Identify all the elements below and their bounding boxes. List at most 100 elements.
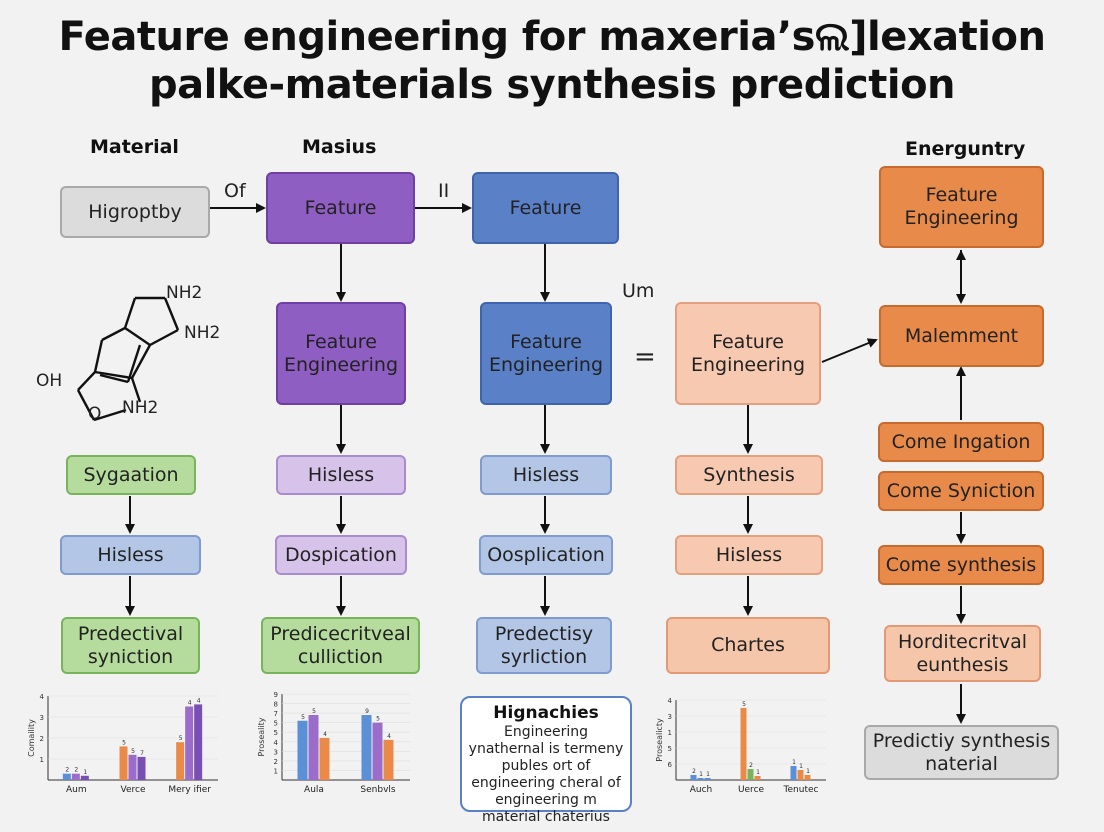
chart-1-data-label: 2 (65, 767, 69, 774)
chart-2-bar (383, 739, 394, 780)
chart-1-ytick: 4 (40, 693, 45, 701)
chart-2-bar (308, 715, 319, 780)
chart-2-ytick: 2 (274, 758, 278, 766)
chart-1-data-label: 4 (188, 700, 192, 707)
chart-3-ytick: 4 (668, 697, 673, 705)
chart-2-bar (319, 737, 330, 780)
chart-2-ytick: 1 (274, 767, 278, 775)
chart-2-data-label: 4 (387, 733, 391, 740)
box-come-synthesis[interactable]: Come synthesis (878, 545, 1044, 585)
box-malemment[interactable]: Malemment (879, 305, 1044, 367)
callout-hignachies: Hignachies Engineering ynathernal is ter… (460, 696, 632, 825)
chart-1-bar (128, 754, 137, 780)
callout-body: Engineering ynathernal is termeny publes… (468, 724, 624, 825)
box-higroptby[interactable]: Higroptby (60, 186, 210, 238)
chart-3-bar (704, 778, 711, 780)
box-feature-blue[interactable]: Feature (472, 172, 619, 244)
chart-2-ytick: 3 (274, 748, 278, 756)
chart-1-data-label: 4 (197, 697, 201, 704)
callout-title: Hignachies (493, 703, 599, 723)
chart-3-bar (754, 776, 761, 780)
chart-3-bar (690, 775, 697, 780)
box-predectival-syniction[interactable]: Predectival syniction (61, 617, 200, 674)
chart-3-bar (697, 778, 704, 780)
chart-1-category-label: Mery ifier (168, 785, 211, 795)
chart-3-ylabel: Prosealicty (655, 718, 664, 762)
chart-3-category-label: Auch (690, 785, 713, 795)
chart-1-bar (62, 773, 71, 780)
box-oosplication[interactable]: Oosplication (479, 535, 613, 575)
chart-2-category-label: Aula (304, 785, 324, 795)
chart-2-data-label: 5 (376, 716, 380, 723)
chart-1-ytick: 3 (40, 714, 44, 722)
chart-1-data-label: 5 (131, 748, 135, 755)
chart-3-ytick: 5 (668, 745, 672, 753)
chart-3-bar (740, 708, 747, 780)
box-hisless-peach[interactable]: Hisless (675, 535, 823, 575)
chart-2-bar (361, 715, 372, 780)
title-line-1: Feature engineering for maxeria’sଲ]lexat… (58, 14, 1046, 60)
chart-3-bar (790, 766, 797, 780)
chart-3-data-label: 1 (706, 771, 710, 778)
chart-1-category-label: Aum (66, 785, 87, 795)
column-header-material: Material (90, 136, 179, 158)
chart-1-bar (71, 773, 80, 780)
box-hisless-blue[interactable]: Hisless (60, 535, 201, 575)
column-header-energuntry: Energuntry (905, 138, 1026, 160)
chart-2-category-label: Senbvls (360, 785, 395, 795)
box-sygaation[interactable]: Sygaation (66, 455, 196, 495)
box-come-syniction[interactable]: Come Syniction (878, 471, 1044, 511)
box-feature-engineering-blue[interactable]: Feature Engineering (480, 302, 612, 405)
box-hisless-lblue[interactable]: Hisless (480, 455, 612, 495)
chart-2-ytick: 9 (274, 691, 278, 699)
box-feature-engineering-peach[interactable]: Feature Engineering (675, 302, 821, 405)
chart-3-ytick: 3 (668, 713, 672, 721)
chart-1-data-label: 5 (179, 735, 183, 742)
chart-1-data-label: 5 (122, 739, 126, 746)
box-predectisy-syrliction[interactable]: Predectisy syrliction (476, 617, 612, 674)
column-header-masius: Masius (302, 136, 377, 158)
box-feature-engineering-purple[interactable]: Feature Engineering (276, 302, 406, 405)
chart-2-ytick: 8 (274, 701, 278, 709)
chart-3-data-label: 1 (799, 763, 803, 770)
chart-1-bar (185, 706, 194, 780)
chart-2-ytick: 4 (274, 739, 279, 747)
chart-3-data-label: 2 (749, 762, 753, 769)
box-predictiy-synthesis-naterial[interactable]: Predictiy synthesis naterial (864, 725, 1059, 780)
box-feature-engineering-orange[interactable]: Feature Engineering (879, 166, 1044, 248)
box-feature-purple[interactable]: Feature (266, 172, 415, 244)
box-come-ingation[interactable]: Come Ingation (878, 422, 1044, 462)
box-chartes[interactable]: Chartes (666, 617, 830, 674)
label-um: Um (622, 280, 655, 302)
chart-2-bar (297, 720, 308, 780)
chart-3-category-label: Uerce (738, 785, 765, 795)
chart-1-bar (80, 775, 89, 780)
box-dospication[interactable]: Dospication (275, 535, 407, 575)
chart-3-data-label: 1 (806, 768, 810, 775)
molecule-nh2-bottom: NH2 (122, 398, 159, 418)
chart-2-ytick: 5 (274, 729, 278, 737)
chart-3-bar (797, 770, 804, 780)
chart-2-ytick: 7 (274, 710, 278, 718)
chart-3-bar (747, 769, 754, 780)
box-horditecritval-eunthesis[interactable]: Horditecritval eunthesis (884, 625, 1041, 682)
chart-2-data-label: 5 (312, 708, 316, 715)
chart-1-bar (137, 756, 146, 780)
box-synthesis-peach[interactable]: Synthesis (675, 455, 823, 495)
chart-1-data-label: 1 (83, 769, 87, 776)
chart-2-data-label: 5 (301, 714, 305, 721)
chart-3-data-label: 1 (699, 771, 703, 778)
box-predicecritveal-culliction[interactable]: Predicecritveal culliction (261, 617, 420, 674)
chart-3-category-label: Tenutec (783, 785, 819, 795)
chart-3-data-label: 5 (742, 701, 746, 708)
chart-1-bar (176, 742, 185, 780)
box-hisless-lpurple[interactable]: Hisless (276, 455, 406, 495)
chart-2-ytick: 5 (274, 720, 278, 728)
chart-3-data-label: 2 (692, 768, 696, 775)
